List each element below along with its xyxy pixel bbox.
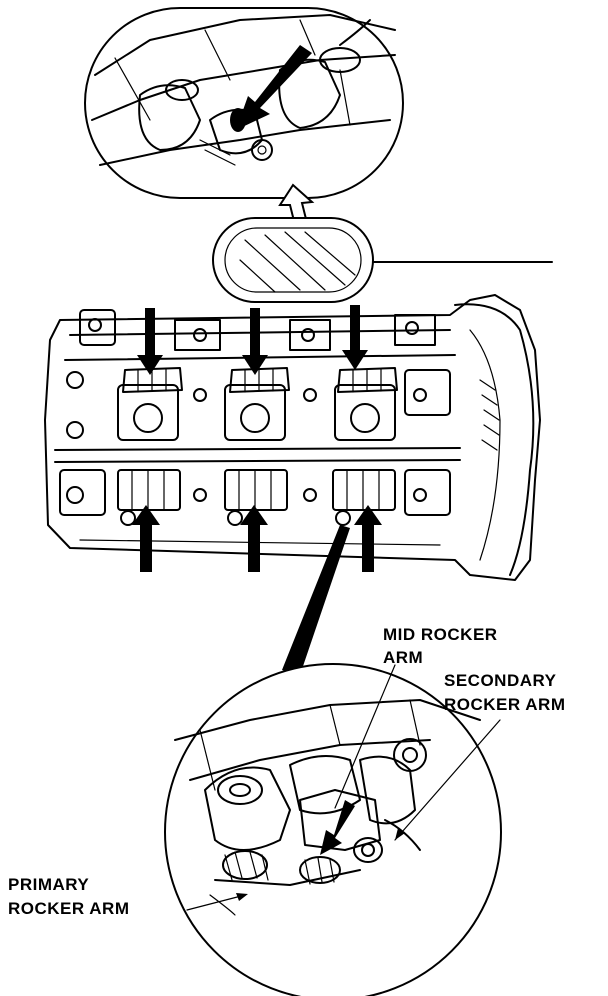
callout-labels: MID ROCKER ARM SECONDARY ROCKER ARM PRIM…: [8, 625, 565, 918]
secondary-rocker-label-line2: ROCKER ARM: [444, 695, 565, 714]
mid-rocker-label-line1: MID ROCKER: [383, 625, 498, 644]
secondary-rocker-label-line1: SECONDARY: [444, 671, 557, 690]
mid-rocker-label-line2: ARM: [383, 648, 423, 667]
up-arrows: [132, 505, 382, 572]
cylinder-head: [44, 294, 541, 581]
primary-rocker-label-line1: PRIMARY: [8, 875, 89, 894]
detail-pointer-wedge: [282, 525, 350, 675]
bottom-detail-view: [164, 663, 502, 996]
down-arrows: [137, 305, 368, 375]
primary-rocker-label-line2: ROCKER ARM: [8, 899, 129, 918]
top-detail-view: [84, 7, 404, 199]
leader-lines: [186, 664, 501, 911]
magnifier-oval: [212, 217, 553, 303]
